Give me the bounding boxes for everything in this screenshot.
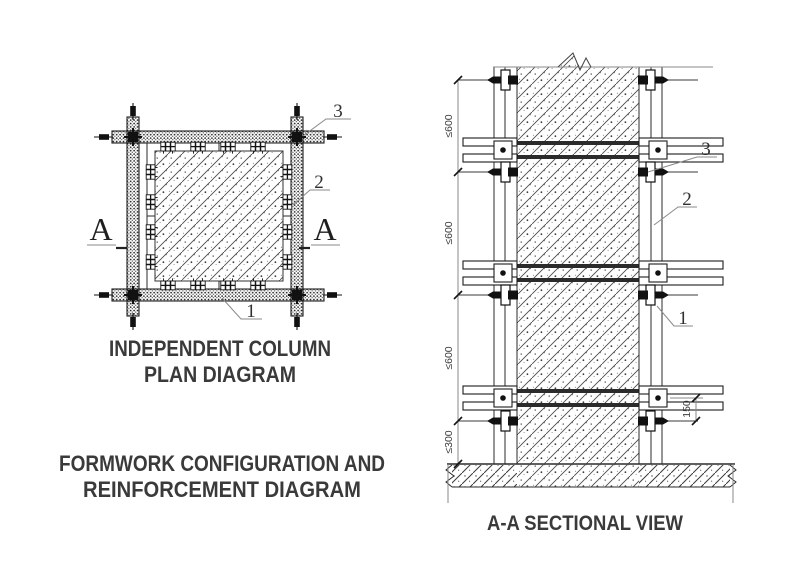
plan-callouts: 3 2 1 <box>221 101 351 322</box>
plan-formwork-frame <box>146 142 292 290</box>
plan-diagram: A A 3 2 1 INDEPENDENT COLUMN PLAN DIAGRA… <box>87 101 351 387</box>
dim-spacing-2: ≤600 <box>443 221 455 244</box>
section-concrete-column <box>517 67 639 487</box>
dimension-150: 150 <box>670 393 703 426</box>
section-cut-mark-left: A <box>87 211 127 250</box>
plan-title-line1: INDEPENDENT COLUMN <box>109 336 331 361</box>
dim-offset-150: 150 <box>681 400 693 418</box>
dim-spacing-3: ≤600 <box>443 346 455 369</box>
section-title: A-A SECTIONAL VIEW <box>487 512 683 535</box>
section-callouts: 3 2 1 <box>647 139 717 329</box>
section-letter-right: A <box>313 211 336 247</box>
section-letter-left: A <box>89 211 112 247</box>
plan-callout-2: 2 <box>314 172 324 193</box>
plan-title-line2: PLAN DIAGRAM <box>144 362 296 387</box>
drawing-caption: FORMWORK CONFIGURATION AND REINFORCEMENT… <box>59 451 385 502</box>
section-cut-mark-right: A <box>299 211 340 250</box>
section-callout-3: 3 <box>701 139 711 160</box>
caption-line1: FORMWORK CONFIGURATION AND <box>59 451 385 476</box>
plan-callout-1: 1 <box>246 301 256 322</box>
dim-spacing-4: ≤300 <box>443 430 455 453</box>
dim-spacing-1: ≤600 <box>443 114 455 137</box>
break-symbol <box>558 53 580 67</box>
section-callout-1: 1 <box>678 308 688 329</box>
caption-line2: REINFORCEMENT DIAGRAM <box>83 477 361 502</box>
sectional-view: ≤600 ≤600 ≤600 ≤300 150 3 2 1 A-A SECTIO… <box>443 52 737 535</box>
dimension-chain: ≤600 ≤600 ≤600 ≤300 <box>443 75 463 469</box>
plan-concrete-column <box>154 150 284 282</box>
section-callout-2: 2 <box>682 189 692 210</box>
break-line <box>557 52 592 72</box>
plan-callout-3: 3 <box>333 101 343 122</box>
